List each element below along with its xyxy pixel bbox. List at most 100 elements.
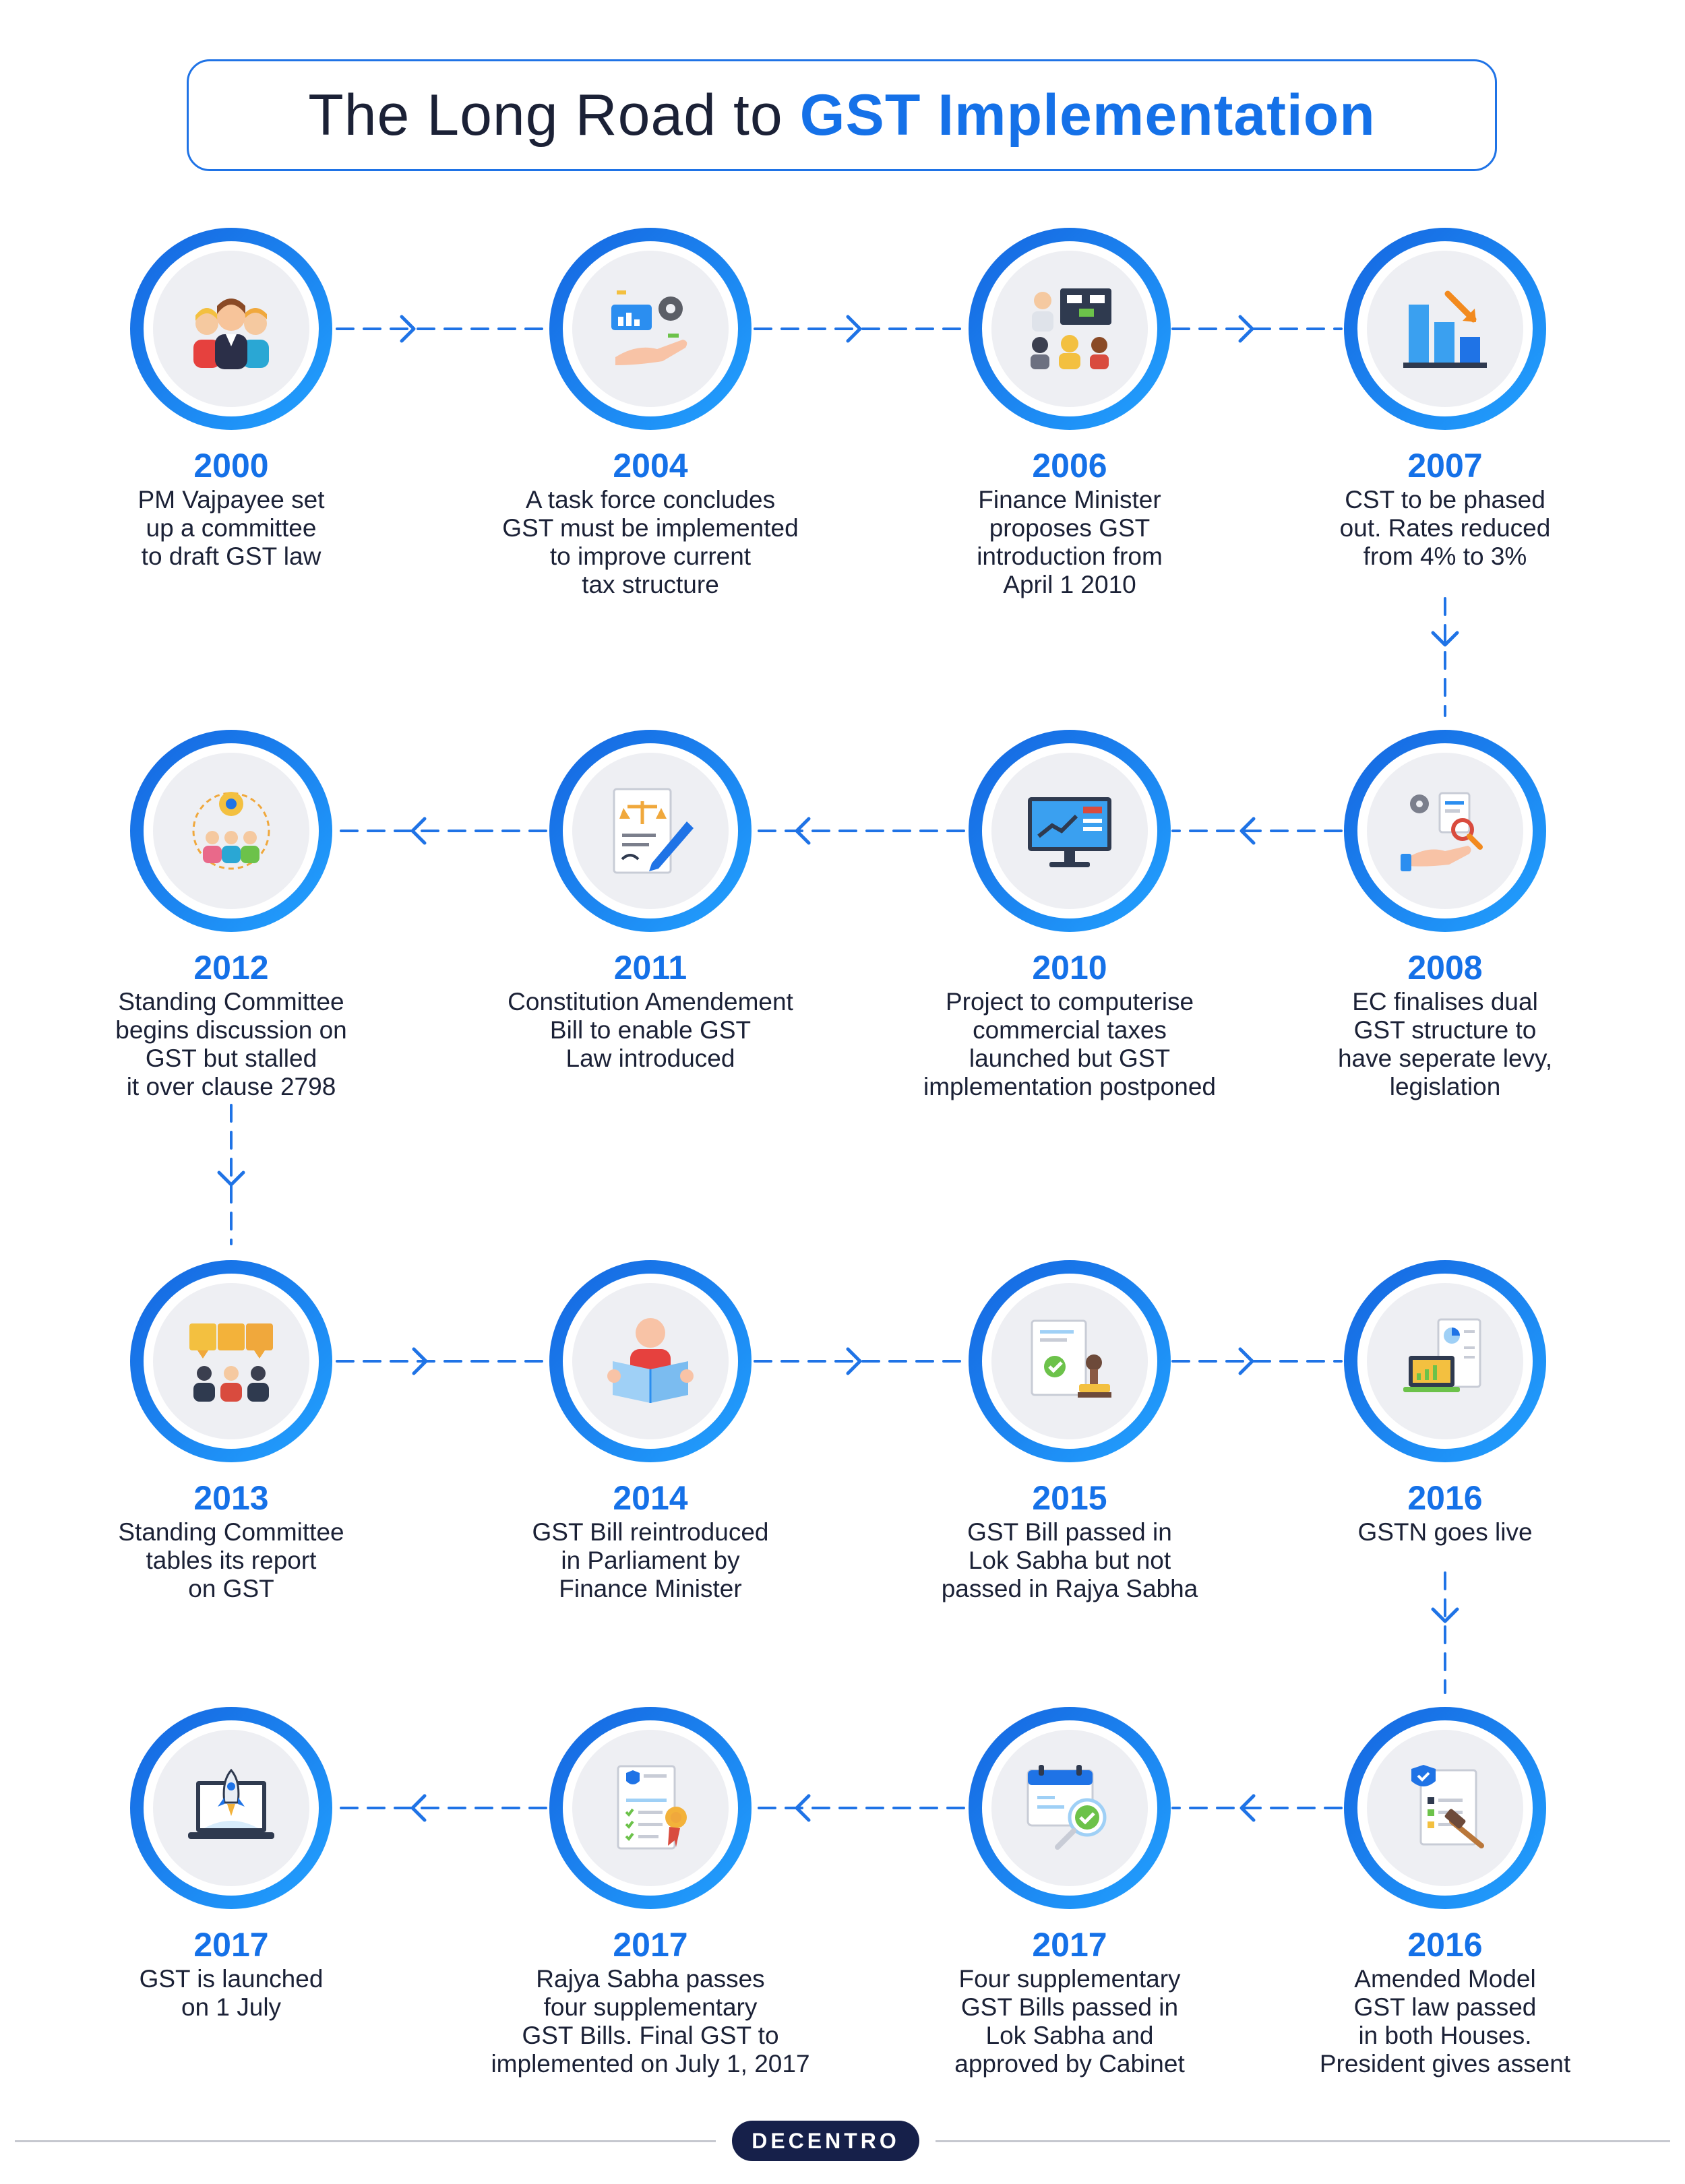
event-circle xyxy=(130,1260,332,1462)
event-year: 2016 xyxy=(1407,1479,1483,1517)
calendar-check-icon xyxy=(1027,1765,1107,1850)
people-group-icon xyxy=(193,299,269,369)
event-description: GSTN goes live xyxy=(1357,1518,1533,1546)
arrow-down-icon xyxy=(217,1171,245,1187)
timeline-event: 2013 Standing Committee tables its repor… xyxy=(42,1260,420,1603)
event-circle xyxy=(549,730,752,932)
event-circle xyxy=(130,730,332,932)
footer-divider-left xyxy=(15,2140,716,2142)
person-reading-icon xyxy=(607,1318,694,1403)
event-year: 2010 xyxy=(1032,949,1107,987)
event-year: 2017 xyxy=(613,1926,688,1964)
meeting-presentation-icon xyxy=(1031,288,1111,369)
event-description: PM Vajpayee set up a committee to draft … xyxy=(137,486,325,570)
timeline-event: 2016 GSTN goes live xyxy=(1256,1260,1634,1547)
event-description: GST is launched on 1 July xyxy=(139,1965,324,2021)
timeline-event: 2017 Four supplementary GST Bills passed… xyxy=(881,1707,1258,2078)
arrow-down-icon xyxy=(1431,1607,1459,1623)
event-year: 2012 xyxy=(193,949,269,987)
event-year: 2015 xyxy=(1032,1479,1107,1517)
event-description: Finance Minister proposes GST introducti… xyxy=(977,486,1163,598)
arrow-left-icon xyxy=(410,1794,427,1822)
event-description: GST Bill reintroduced in Parliament by F… xyxy=(532,1518,769,1602)
committee-discussion-icon xyxy=(192,792,270,870)
event-description: Project to computerise commercial taxes … xyxy=(923,988,1216,1100)
arrow-right-icon xyxy=(846,315,862,343)
event-year: 2017 xyxy=(193,1926,269,1964)
timeline-event: 2006 Finance Minister proposes GST intro… xyxy=(881,228,1258,599)
arrow-right-icon xyxy=(412,1347,428,1375)
event-year: 2013 xyxy=(193,1479,269,1517)
arrow-right-icon xyxy=(1238,1347,1254,1375)
laptop-dashboard-icon xyxy=(1403,1318,1481,1392)
event-description: Amended Model GST law passed in both Hou… xyxy=(1319,1965,1571,2078)
event-circle xyxy=(130,228,332,430)
arrow-left-icon xyxy=(795,1794,811,1822)
event-year: 2000 xyxy=(193,447,269,485)
event-description: CST to be phased out. Rates reduced from… xyxy=(1339,486,1551,570)
timeline-event: 2012 Standing Committee begins discussio… xyxy=(42,730,420,1101)
event-circle xyxy=(549,1260,752,1462)
timeline-event: 2008 EC finalises dual GST structure to … xyxy=(1256,730,1634,1101)
event-year: 2007 xyxy=(1407,447,1483,485)
event-description: Constitution Amendement Bill to enable G… xyxy=(508,988,793,1072)
event-circle xyxy=(969,1260,1171,1462)
hand-gear-chart-icon xyxy=(611,290,687,365)
title-prefix: The Long Road to xyxy=(308,82,800,148)
title-highlight: GST Implementation xyxy=(799,82,1376,148)
event-description: Rajya Sabha passes four supplementary GS… xyxy=(491,1965,810,2078)
timeline-event: 2010 Project to computerise commercial t… xyxy=(881,730,1258,1101)
event-circle xyxy=(549,1707,752,1909)
event-description: GST Bill passed in Lok Sabha but not pas… xyxy=(941,1518,1198,1602)
event-circle xyxy=(1344,730,1546,932)
approved-document-stamp-icon xyxy=(1031,1319,1111,1398)
timeline-event: 2014 GST Bill reintroduced in Parliament… xyxy=(462,1260,839,1603)
arrow-right-icon xyxy=(846,1347,862,1375)
event-circle xyxy=(969,1707,1171,1909)
timeline-event: 2017 Rajya Sabha passes four supplementa… xyxy=(462,1707,839,2078)
timeline-event: 2007 CST to be phased out. Rates reduced… xyxy=(1256,228,1634,571)
event-circle xyxy=(969,730,1171,932)
certificate-document-icon xyxy=(617,1765,687,1850)
arrow-down-icon xyxy=(1431,631,1459,647)
event-year: 2011 xyxy=(613,949,687,987)
hand-document-search-icon xyxy=(1401,792,1483,871)
arrow-left-icon xyxy=(410,817,427,845)
page-title: The Long Road to GST Implementation xyxy=(308,82,1376,149)
event-description: EC finalises dual GST structure to have … xyxy=(1337,988,1553,1100)
arrow-right-icon xyxy=(1238,315,1254,343)
timeline-event: 2017 GST is launched on 1 July xyxy=(42,1707,420,2022)
event-circle xyxy=(549,228,752,430)
event-year: 2006 xyxy=(1032,447,1107,485)
event-description: Four supplementary GST Bills passed in L… xyxy=(954,1965,1185,2078)
committee-report-icon xyxy=(189,1323,273,1402)
footer-divider-right xyxy=(936,2140,1670,2142)
brand-logo: DECENTRO xyxy=(732,2121,919,2161)
checklist-gavel-icon xyxy=(1411,1765,1484,1848)
timeline-event: 2004 A task force concludes GST must be … xyxy=(462,228,839,599)
arrow-left-icon xyxy=(795,817,811,845)
event-year: 2008 xyxy=(1407,949,1483,987)
event-circle xyxy=(969,228,1171,430)
event-year: 2014 xyxy=(613,1479,688,1517)
event-circle xyxy=(1344,1260,1546,1462)
arrow-left-icon xyxy=(1239,1794,1256,1822)
arrow-right-icon xyxy=(400,315,416,343)
event-circle xyxy=(130,1707,332,1909)
laptop-rocket-icon xyxy=(188,1768,274,1839)
timeline-event: 2000 PM Vajpayee set up a committee to d… xyxy=(42,228,420,571)
event-year: 2004 xyxy=(613,447,688,485)
timeline-event: 2011 Constitution Amendement Bill to ena… xyxy=(462,730,839,1073)
timeline-event: 2016 Amended Model GST law passed in bot… xyxy=(1256,1707,1634,2078)
arrow-left-icon xyxy=(1239,817,1256,845)
event-circle xyxy=(1344,1707,1546,1909)
event-circle xyxy=(1344,228,1546,430)
event-year: 2017 xyxy=(1032,1926,1107,1964)
event-description: Standing Committee begins discussion on … xyxy=(115,988,347,1100)
event-description: Standing Committee tables its report on … xyxy=(118,1518,344,1602)
timeline-event: 2015 GST Bill passed in Lok Sabha but no… xyxy=(881,1260,1258,1603)
computer-monitor-chart-icon xyxy=(1028,797,1111,867)
legal-document-pen-icon xyxy=(613,788,694,874)
event-description: A task force concludes GST must be imple… xyxy=(502,486,799,598)
